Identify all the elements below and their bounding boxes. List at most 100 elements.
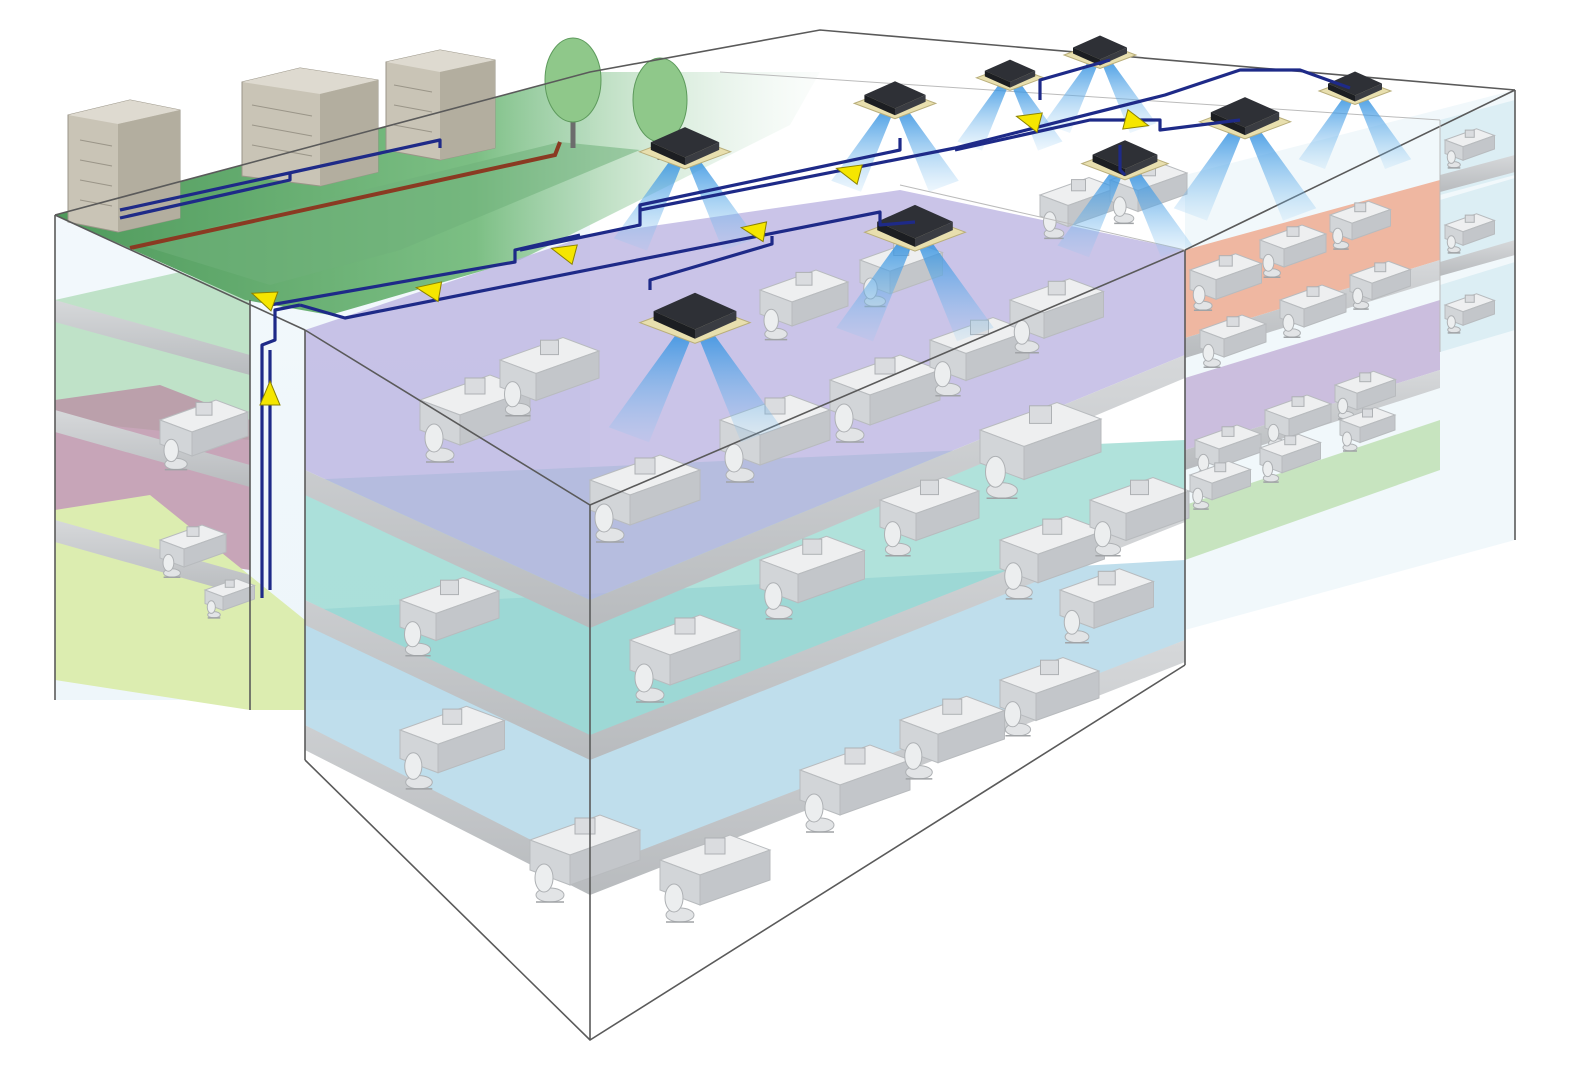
- indoor-units: [637, 35, 1393, 344]
- office-chair-icon: [594, 503, 625, 543]
- office-desk-icon: [1058, 568, 1155, 629]
- office-desk-icon: [398, 705, 506, 774]
- office-chair-icon: [162, 553, 181, 578]
- office-chair-icon: [904, 742, 933, 780]
- wing-floor-2-zone: [1185, 300, 1440, 450]
- office-chair-icon: [1262, 460, 1280, 483]
- office-chair-icon: [1043, 211, 1065, 240]
- office-desk-icon: [658, 834, 772, 906]
- flow-arrows: [250, 108, 1150, 406]
- air-flow-cone: [836, 236, 994, 342]
- pipe-lower-run: [269, 233, 581, 307]
- left-wing-floors: [55, 272, 305, 710]
- office-chair-icon: [424, 423, 455, 463]
- flow-arrow-icon: [250, 291, 279, 312]
- office-chair-icon: [1094, 521, 1122, 557]
- wing-floor-1-zone: [1185, 420, 1440, 560]
- base-edge: [304, 664, 1186, 1042]
- office-desk-icon: [878, 476, 981, 542]
- office-desk-icon: [1333, 370, 1397, 411]
- office-chair-icon: [834, 403, 865, 443]
- office-chair-icon: [206, 600, 221, 619]
- air-flow-cone: [1043, 58, 1157, 133]
- office-desk-icon: [1258, 433, 1322, 474]
- ceiling-cassette-icon: [852, 81, 938, 120]
- office-desk-icon: [203, 578, 256, 611]
- roof-edge-back: [54, 29, 1516, 216]
- office-desk-icon: [1328, 200, 1392, 241]
- pipe-vertical-riser: [260, 303, 301, 598]
- office-chair-icon: [985, 455, 1018, 499]
- office-chair-icon: [1262, 253, 1281, 278]
- roof-edge-front: [304, 89, 1516, 506]
- office-chair-icon: [404, 752, 433, 790]
- flow-arrow-icon: [259, 379, 281, 406]
- office-chair-icon: [1342, 431, 1358, 452]
- pipe-roof-header: [119, 138, 442, 212]
- office-chair-icon: [1352, 287, 1370, 310]
- office-chair-icon: [634, 663, 665, 703]
- ceiling-cassette-icon: [974, 59, 1046, 91]
- office-chair-icon: [1013, 319, 1040, 354]
- refrigerant-piping: [119, 58, 1351, 598]
- flow-arrow-icon: [550, 244, 578, 266]
- flow-arrow-icon: [1015, 112, 1043, 134]
- office-chair-icon: [1192, 285, 1213, 312]
- office-chair-icon: [804, 793, 835, 833]
- office-desk-icon: [1443, 128, 1496, 161]
- outdoor-condenser-icon: [385, 49, 496, 161]
- left-slab-2: [55, 410, 250, 487]
- office-chair-icon: [1332, 227, 1350, 250]
- building-edges: [54, 29, 1516, 1042]
- flow-arrow-icon: [835, 164, 863, 186]
- drain-line: [129, 141, 562, 250]
- roof-deck-strip: [140, 142, 640, 285]
- ceiling-cassette-icon: [637, 127, 733, 170]
- far-wing-slab-b: [1440, 240, 1515, 276]
- flow-arrow-icon: [739, 221, 768, 243]
- office-chair-icon: [1113, 196, 1135, 225]
- office-chair-icon: [1446, 315, 1461, 334]
- office-desk-icon: [628, 614, 742, 686]
- left-slab-1: [55, 520, 250, 597]
- office-chair-icon: [503, 381, 532, 417]
- office-chair-icon: [1446, 150, 1461, 169]
- air-flow-cone: [1298, 94, 1412, 169]
- pipe-rear-branch: [1038, 58, 1111, 100]
- office-chair-icon: [1004, 701, 1032, 737]
- office-chair-icon: [163, 438, 188, 471]
- office-chair-icon: [1282, 313, 1301, 338]
- ceiling-cassette-icon: [1080, 140, 1170, 181]
- office-desk-icon: [158, 399, 250, 457]
- pipe-to-unit-front: [648, 236, 774, 290]
- office-chair-icon: [764, 582, 793, 620]
- pipe-upper-trunk: [639, 68, 1351, 212]
- air-flow-cone: [608, 327, 782, 443]
- office-chair-icon: [664, 883, 695, 923]
- air-flow-cone: [1173, 125, 1317, 221]
- office-chair-icon: [1446, 235, 1461, 254]
- pipe-to-unit-main: [299, 210, 916, 320]
- pipe-upper-branch: [954, 118, 1241, 152]
- far-wing-slab-a: [1440, 155, 1515, 192]
- office-chair-icon: [404, 621, 432, 657]
- office-chair-icon: [534, 863, 565, 903]
- pipe-upper-run: [519, 138, 902, 252]
- office-chair-icon: [934, 361, 962, 397]
- office-chair-icon: [1192, 487, 1210, 510]
- ceiling-cassette-icon: [638, 292, 752, 344]
- ceiling-cassette-icon: [1062, 35, 1138, 70]
- pipe-mid-drop: [1118, 145, 1127, 177]
- office-desk-icon: [1088, 476, 1191, 542]
- office-desk-icon: [1198, 314, 1268, 358]
- office-chair-icon: [763, 308, 788, 341]
- office-chair-icon: [884, 521, 912, 557]
- office-chair-icon: [1063, 609, 1090, 644]
- office-desk-icon: [1348, 260, 1412, 301]
- flow-arrow-icon: [1122, 108, 1150, 130]
- ceiling-cassette-icon: [1317, 71, 1393, 106]
- office-desk-icon: [1188, 253, 1263, 300]
- office-desk-icon: [1443, 213, 1496, 246]
- left-slab-3: [55, 300, 250, 375]
